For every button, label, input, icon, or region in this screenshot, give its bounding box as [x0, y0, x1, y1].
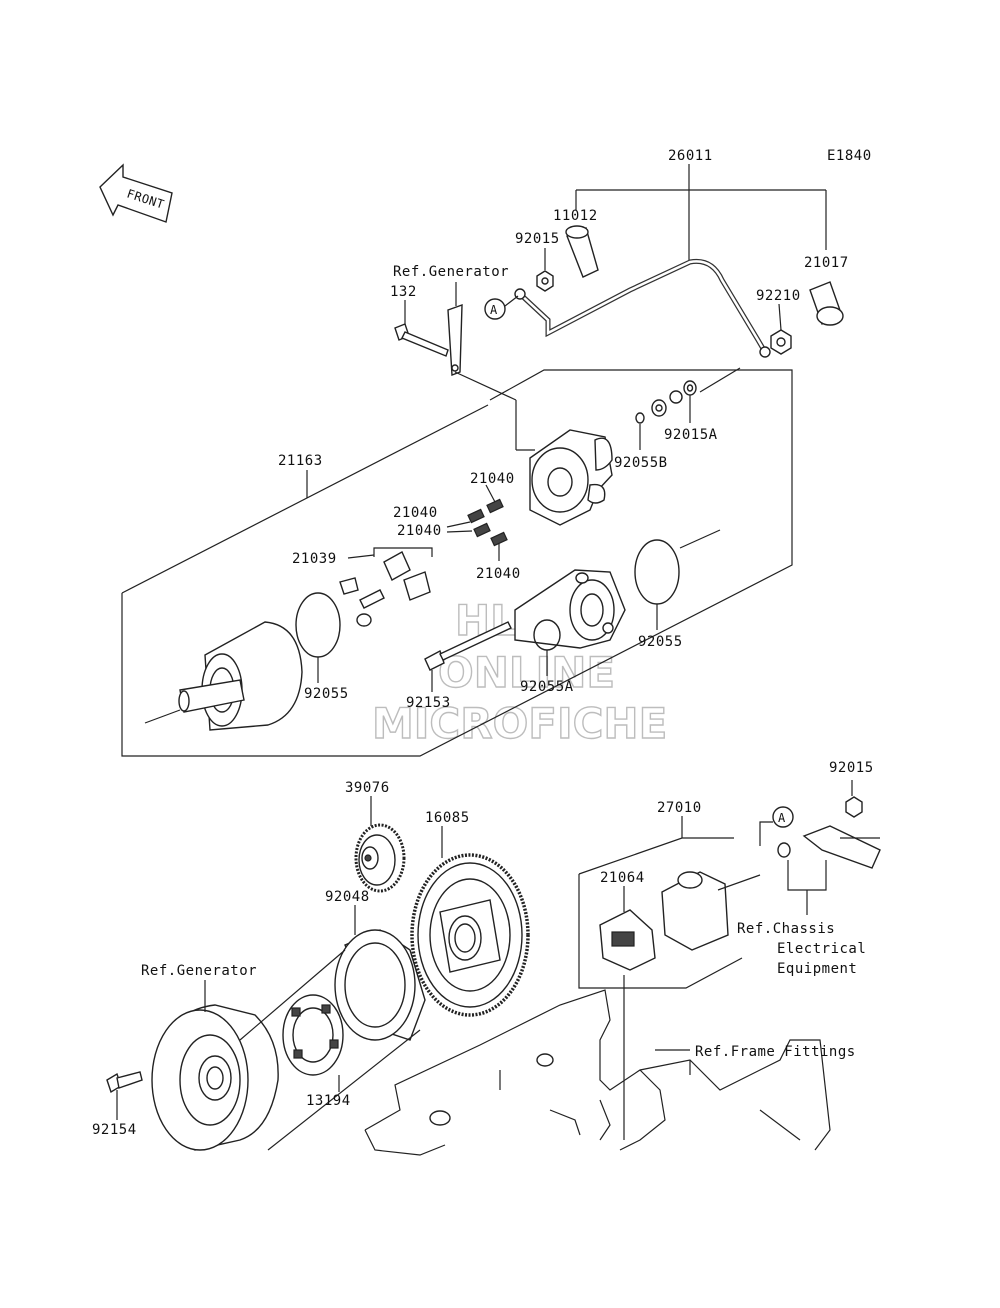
label-92015-top: 92015: [515, 231, 560, 247]
label-21039: 21039: [292, 551, 337, 567]
label-21040-a: 21040: [470, 471, 515, 487]
diagram-code: E1840: [827, 148, 872, 164]
label-ref-generator-top: Ref.Generator: [393, 264, 509, 280]
starter-clutch-assembly: [106, 796, 530, 1151]
label-92055B: 92055B: [614, 455, 668, 471]
label-21017: 21017: [804, 255, 849, 271]
label-21163: 21163: [278, 453, 323, 469]
label-16085: 16085: [425, 810, 470, 826]
reference-a-top-label: A: [490, 303, 498, 317]
label-92055A: 92055A: [520, 679, 574, 695]
label-92015A: 92015A: [664, 427, 718, 443]
cable-assembly-26011: [514, 164, 844, 358]
label-21040-d: 21040: [476, 566, 521, 582]
label-92154: 92154: [92, 1122, 137, 1138]
starter-relay-27010: A: [578, 780, 881, 1140]
label-26011: 26011: [668, 148, 713, 164]
label-92048: 92048: [325, 889, 370, 905]
label-92055-left: 92055: [304, 686, 349, 702]
label-21040-b: 21040: [393, 505, 438, 521]
label-39076: 39076: [345, 780, 390, 796]
label-92015-bottom: 92015: [829, 760, 874, 776]
frame-fittings: [364, 989, 831, 1156]
bolt-132: [394, 323, 449, 357]
label-21064: 21064: [600, 870, 645, 886]
label-ref-chassis-line-1: Ref.Chassis: [737, 921, 835, 937]
label-132: 132: [390, 284, 417, 300]
label-ref-frame-fittings: Ref.Frame Fittings: [695, 1044, 856, 1060]
label-ref-chassis-line-3: Equipment: [777, 961, 857, 977]
reference-a-bottom-label: A: [778, 811, 786, 825]
label-92153: 92153: [406, 695, 451, 711]
label-13194: 13194: [306, 1093, 351, 1109]
starter-motor-assembly-21163: [121, 367, 793, 757]
label-ref-chassis-line-2: Electrical: [777, 941, 866, 957]
label-92055-right: 92055: [638, 634, 683, 650]
label-21040-c: 21040: [397, 523, 442, 539]
watermark-line-2: ONLINE: [438, 648, 615, 697]
front-arrow-icon: FRONT: [99, 163, 173, 223]
label-11012: 11012: [553, 208, 598, 224]
watermark-line-3: MICROFICHE: [372, 699, 667, 748]
reference-a-top: A: [484, 295, 519, 320]
label-ref-generator-bottom: Ref.Generator: [141, 963, 257, 979]
label-27010: 27010: [657, 800, 702, 816]
label-92210: 92210: [756, 288, 801, 304]
